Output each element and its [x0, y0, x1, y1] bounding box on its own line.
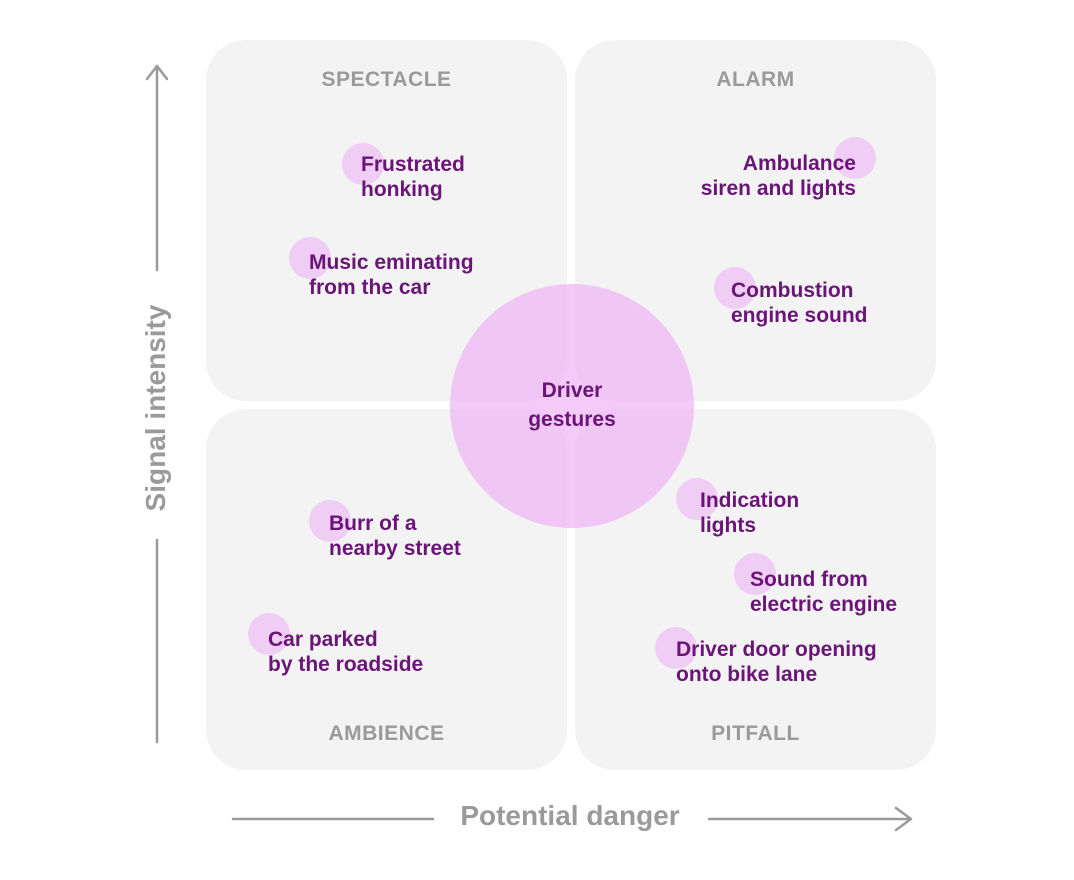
center-line: Driver — [541, 379, 603, 402]
item-burr: Burr of a nearby street — [329, 511, 461, 561]
x-axis-arrow — [231, 806, 913, 832]
item-frustrated-honking: Frustrated honking — [361, 152, 465, 202]
y-axis-arrow — [145, 64, 169, 744]
item-line: Car parked — [268, 628, 378, 651]
center-line: gestures — [528, 408, 616, 431]
item-line: lights — [700, 514, 756, 537]
item-line: Indication — [700, 489, 800, 512]
item-music: Music eminating from the car — [309, 250, 474, 300]
item-line: Driver door opening — [676, 638, 877, 661]
item-car-parked: Car parked by the roadside — [268, 627, 423, 677]
item-line: siren and lights — [700, 177, 856, 200]
item-line: nearby street — [329, 537, 461, 560]
item-line: Sound from — [750, 568, 868, 591]
bubble-indication — [676, 478, 718, 520]
item-line: from the car — [309, 276, 431, 299]
item-line: Music eminating — [309, 251, 474, 274]
item-line: engine sound — [731, 304, 868, 327]
bubble-door — [655, 627, 697, 669]
item-line: Combustion — [731, 279, 854, 302]
bubble-combustion — [714, 267, 756, 309]
x-axis-label: Potential danger — [460, 800, 680, 831]
quadrant-label-ambience: AMBIENCE — [328, 722, 445, 745]
center-label: Driver gestures — [450, 376, 694, 434]
item-line: onto bike lane — [676, 663, 818, 686]
item-line: by the roadside — [268, 653, 424, 676]
bubble-ambulance — [834, 137, 876, 179]
item-line: Ambulance — [742, 152, 856, 175]
bubble-music — [289, 237, 331, 279]
bubble-burr — [309, 500, 351, 542]
center-bubble — [450, 284, 694, 528]
item-door: Driver door opening onto bike lane — [676, 637, 877, 687]
item-line: Burr of a — [329, 512, 417, 535]
bubble-car-parked — [248, 613, 290, 655]
item-electric: Sound from electric engine — [750, 567, 897, 617]
bubble-electric — [734, 553, 776, 595]
item-indication: Indication lights — [700, 488, 799, 538]
y-axis-label: Signal intensity — [140, 304, 171, 512]
item-combustion: Combustion engine sound — [731, 278, 868, 328]
bubble-frustrated-honking — [342, 143, 384, 185]
item-ambulance: Ambulance siren and lights — [680, 151, 856, 201]
quadrant-label-alarm: ALARM — [716, 68, 795, 91]
quadrant-label-spectacle: SPECTACLE — [321, 68, 452, 91]
item-line: Frustrated — [361, 153, 465, 176]
item-line: honking — [361, 178, 443, 201]
quadrant-label-pitfall: PITFALL — [711, 722, 800, 745]
item-line: electric engine — [750, 593, 898, 616]
